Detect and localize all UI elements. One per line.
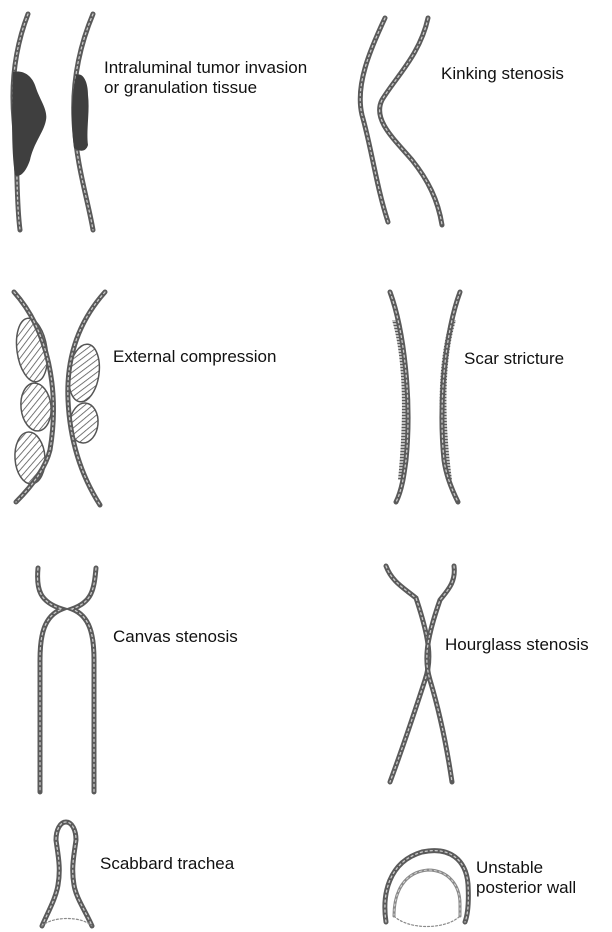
left-airway-wall: [38, 568, 62, 792]
inner-cartilage-wall: [394, 870, 460, 916]
kinking-stenosis-label: Kinking stenosis: [441, 64, 564, 84]
intraluminal-tumor-label: Intraluminal tumor invasion or granulati…: [104, 58, 307, 98]
external-compression-label: External compression: [113, 347, 276, 367]
hourglass-stenosis-label-text: Hourglass stenosis: [445, 635, 589, 655]
scar-stricture-figure: [390, 292, 460, 502]
compressing-mass: [13, 431, 47, 485]
scar-stricture-label: Scar stricture: [464, 349, 564, 369]
hourglass-stenosis-figure: [386, 566, 454, 782]
scabbard-trachea-label-text: Scabbard trachea: [100, 854, 234, 874]
external-compression-label-text: External compression: [113, 347, 276, 367]
tumor-mass-left: [12, 72, 46, 176]
hourglass-stenosis-label: Hourglass stenosis: [445, 635, 589, 655]
posterior-membrane: [42, 919, 92, 927]
canvas-stenosis-label: Canvas stenosis: [113, 627, 238, 647]
kinking-stenosis-label-text: Kinking stenosis: [441, 64, 564, 84]
canvas-stenosis-figure: [38, 568, 96, 792]
compressing-mass: [19, 382, 54, 433]
scabbard-trachea-figure: [42, 822, 92, 926]
canvas-stenosis-label-text: Canvas stenosis: [113, 627, 238, 647]
right-airway-wall: [72, 568, 96, 792]
right-airway-wall: [442, 292, 460, 502]
unstable-posterior-wall-label: Unstable posterior wall: [476, 858, 576, 898]
kinking-stenosis-figure: [360, 18, 442, 225]
unstable-posterior-wall-figure: [385, 851, 468, 927]
intraluminal-tumor-label-line1: Intraluminal tumor invasion: [104, 58, 307, 78]
scabbard-trachea-label: Scabbard trachea: [100, 854, 234, 874]
posterior-membrane: [394, 916, 460, 927]
intraluminal-tumor-figure: [12, 14, 93, 230]
unstable-posterior-wall-label-line1: Unstable: [476, 858, 576, 878]
intraluminal-tumor-label-line2: or granulation tissue: [104, 78, 307, 98]
left-airway-wall: [386, 566, 429, 782]
tumor-mass-right: [72, 74, 89, 150]
scar-stricture-label-text: Scar stricture: [464, 349, 564, 369]
external-compression-figure: [13, 292, 105, 505]
unstable-posterior-wall-label-line2: posterior wall: [476, 878, 576, 898]
